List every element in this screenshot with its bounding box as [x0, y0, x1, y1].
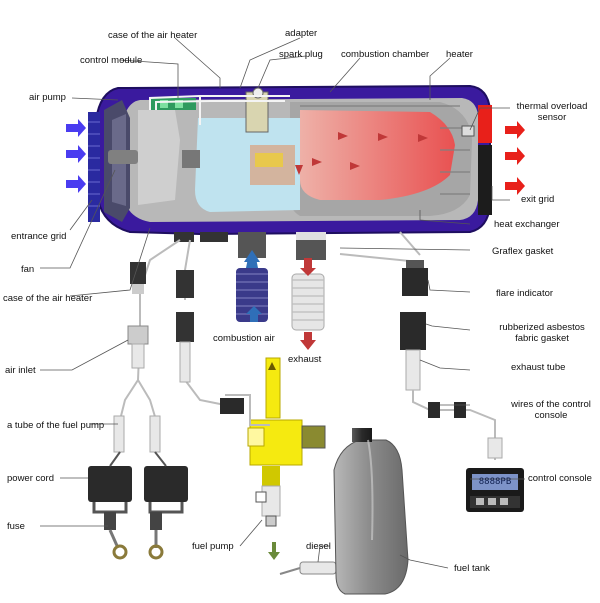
label-exit-grid: exit grid — [521, 194, 555, 205]
console-wires — [399, 231, 496, 460]
heater-unit — [88, 84, 492, 260]
wire-connector — [176, 270, 194, 383]
label-adapter: adapter — [285, 28, 318, 39]
label-rubberized-line2: fabric gasket — [515, 333, 569, 344]
air-pump — [138, 110, 180, 205]
label-thermal-overload-line2: sensor — [537, 112, 567, 123]
label-air-pump: air pump — [29, 92, 66, 103]
label-thermal-overload-line1: thermal overload — [516, 101, 588, 112]
label-heat-exchanger: heat exchanger — [494, 219, 560, 230]
combustion-chamber-zone — [300, 110, 455, 200]
label-combustion-chamber: combustion chamber — [341, 49, 430, 60]
label-case-top: case of the air heater — [108, 30, 198, 41]
label-spark-plug: spark plug — [279, 49, 323, 60]
label-flare-indicator: flare indicator — [496, 288, 554, 299]
label-graflex-gasket: Graflex gasket — [492, 246, 554, 257]
exhaust-pipe — [291, 258, 325, 350]
label-exhaust-tube: exhaust tube — [511, 362, 566, 373]
label-wires-line2: console — [534, 410, 568, 421]
exit-grid — [478, 145, 492, 215]
label-exhaust: exhaust — [288, 354, 322, 365]
label-wires-line1: wires of the control — [511, 399, 591, 410]
label-heater: heater — [446, 49, 473, 60]
label-case-bottom: case of the air heater — [3, 293, 93, 304]
fuel-tank — [333, 428, 409, 595]
label-rubberized-line1: rubberized asbestos — [499, 322, 585, 333]
label-air-inlet: air inlet — [5, 365, 36, 376]
fan — [104, 100, 138, 222]
diesel-line — [279, 561, 337, 575]
label-fuel-tank: fuel tank — [454, 563, 490, 574]
label-fan: fan — [21, 264, 35, 275]
pump-cable — [220, 394, 270, 426]
wires-connector — [428, 402, 503, 459]
label-rubberized-gasket: rubberized asbestos fabric gasket — [484, 322, 600, 344]
label-control-module: control module — [80, 55, 143, 66]
console-display: 8888PB — [478, 477, 512, 487]
label-combustion-air: combustion air — [213, 333, 275, 344]
inlet-air-arrows — [66, 119, 86, 193]
leader-lines — [40, 37, 525, 569]
label-thermal-overload: thermal overload sensor — [508, 101, 596, 123]
label-power-cord: power cord — [7, 473, 54, 484]
rubberized-gasket — [400, 312, 426, 391]
air-inlet-connector — [127, 262, 149, 369]
fuel-pump-tube-left — [113, 415, 161, 453]
label-fuse: fuse — [7, 521, 25, 532]
label-wires-console: wires of the control console — [499, 399, 600, 421]
fuse-holder-left — [88, 466, 132, 560]
label-fuel-pump-tube: a tube of the fuel pump — [7, 420, 105, 431]
fuse-holder-right — [144, 466, 188, 560]
combustion-air-intake — [236, 250, 268, 322]
thermal-overload-sensor — [461, 125, 475, 137]
label-entrance-grid: entrance grid — [11, 231, 67, 242]
control-console — [466, 468, 524, 512]
flare-indicator — [339, 253, 428, 296]
label-fuel-pump: fuel pump — [192, 541, 234, 552]
exit-air-arrows — [505, 121, 525, 195]
fuel-pump — [247, 357, 326, 560]
label-control-console: control console — [528, 473, 592, 484]
label-diesel: diesel — [306, 541, 331, 552]
